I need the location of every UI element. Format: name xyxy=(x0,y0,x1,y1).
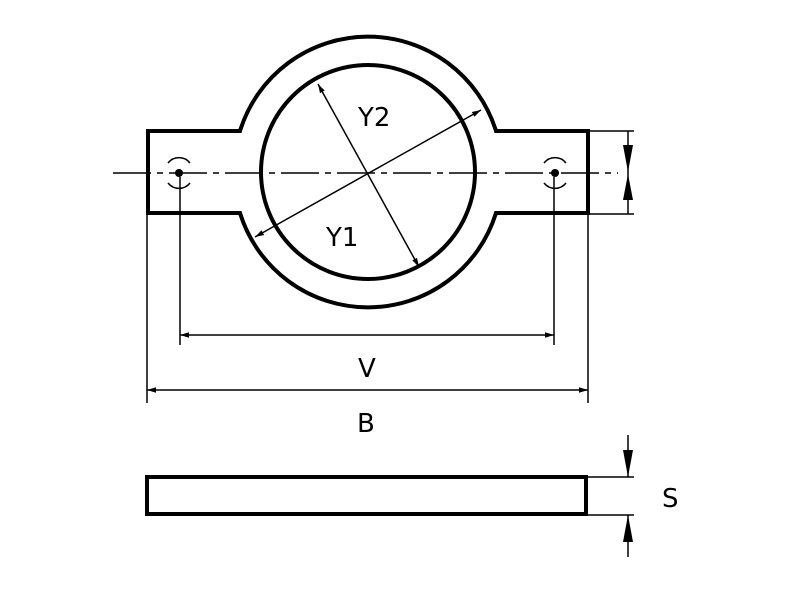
y1-dimension-line xyxy=(254,109,482,238)
s-dimension xyxy=(623,435,633,557)
width-dimension xyxy=(623,131,633,214)
label-s: S xyxy=(662,484,679,514)
hole-left xyxy=(167,156,191,190)
label-y2: Y2 xyxy=(357,103,390,133)
hole-right xyxy=(543,156,567,190)
plate-side-view xyxy=(145,475,588,516)
inner-bore xyxy=(259,63,477,281)
plate-outline xyxy=(146,34,590,310)
label-b: B xyxy=(357,409,375,439)
label-y1: Y1 xyxy=(325,223,358,253)
label-v: V xyxy=(358,354,376,384)
